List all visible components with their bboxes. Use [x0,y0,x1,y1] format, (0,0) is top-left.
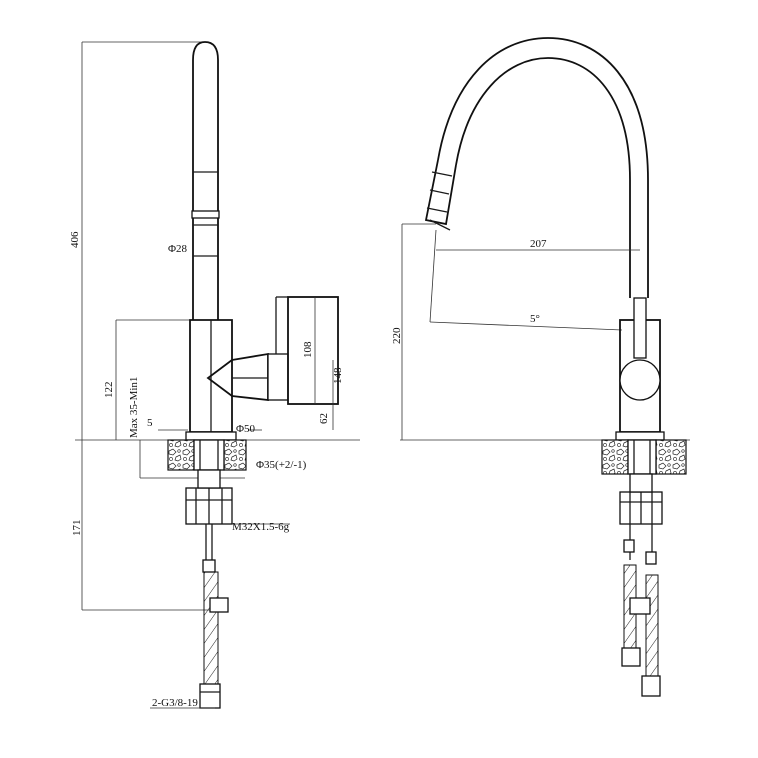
base-flange-front [615,431,665,441]
deck-right [223,439,247,471]
dim-handle-width: 108 [302,341,314,358]
handle-block [287,296,339,405]
handle-lever [206,352,269,402]
dim-handle-height: 148 [332,367,344,384]
deck-front-right [655,439,687,475]
mount-shank [193,439,225,471]
deck-front-left [601,439,629,475]
spray-head-joint [191,210,220,219]
hose-connector [199,683,221,709]
hose-connector-front-left [621,647,641,667]
dim-thread: M32X1.5-6g [232,521,290,533]
dim-spout-height: 220 [391,327,403,344]
dim-under-deck: 171 [71,520,83,537]
hose-valve-front [629,597,651,615]
dim-hole-diameter: Φ35(+2/-1) [256,459,307,471]
gooseneck-outer [437,37,649,298]
hose-left [203,571,219,685]
dim-tube-diameter: Φ28 [168,243,188,255]
base-flange [185,431,237,441]
hose-front-right [645,574,659,681]
dim-handle-axis: 62 [318,413,330,424]
dim-spout-reach: 207 [530,238,547,250]
left-side-view: 406 Φ28 122 Max 35-Min1 5 Φ50 Φ35(+2/-1)… [69,41,360,709]
hose-valve [209,597,229,613]
dim-gap: 5 [147,417,153,429]
handle-cap [267,353,289,401]
dim-body-height: 122 [103,382,115,399]
gooseneck-inner [455,57,631,298]
handle-disc [619,359,661,401]
spout-tube [192,41,219,320]
dim-deck-thickness: Max 35-Min1 [128,377,140,438]
dim-angle: 5° [530,313,540,325]
dim-body-diameter: Φ50 [236,423,256,435]
dim-hose-connector: 2-G3/8-19 [152,697,198,709]
dim-total-height: 406 [69,231,81,248]
right-front-view: 220 207 5° [391,37,690,697]
deck-left [167,439,195,471]
handle-pin [633,297,647,359]
hose-connector-front-right [641,675,661,697]
